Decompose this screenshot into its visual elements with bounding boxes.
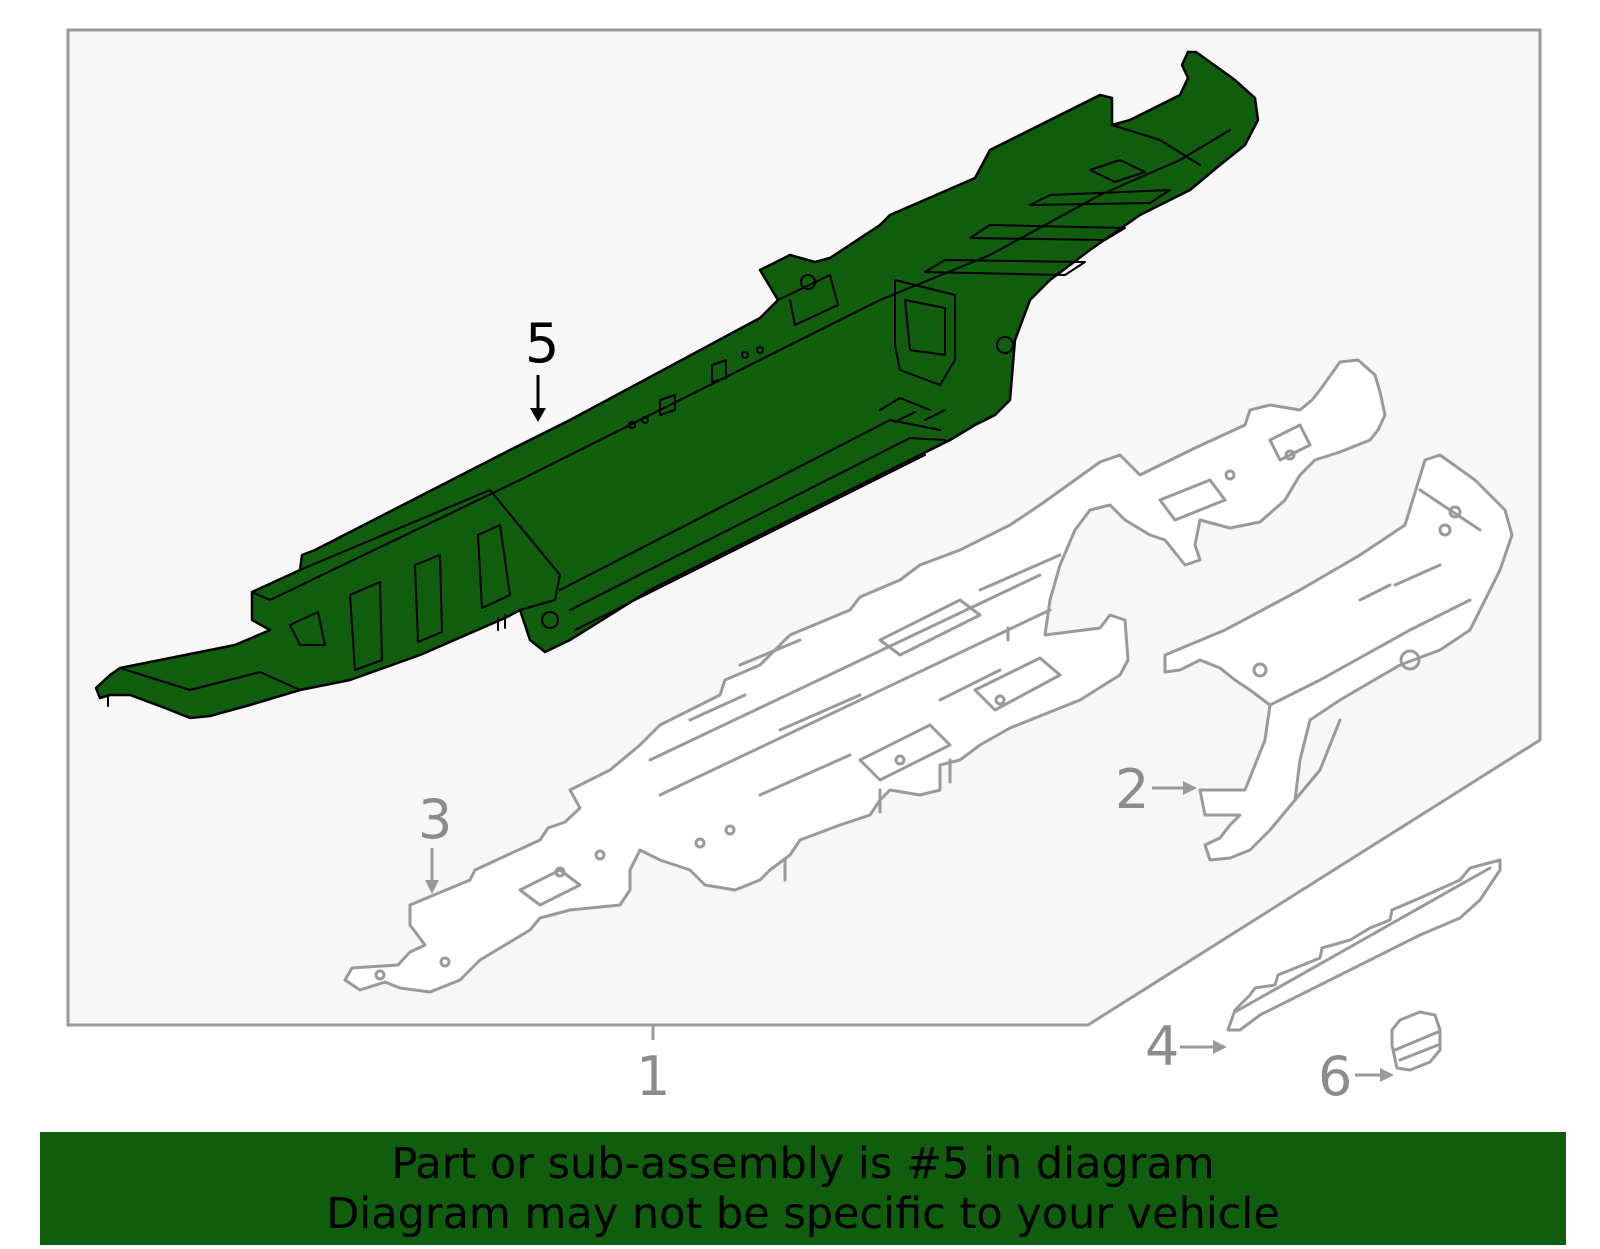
part-1-reinforcement	[343, 358, 1387, 994]
callout-3-label: 3	[418, 788, 452, 851]
callout-4-arrowhead	[1213, 1040, 1227, 1054]
callout-3-arrowhead	[425, 880, 439, 894]
part-4-step-pad	[1226, 858, 1502, 1032]
callout-1-label: 1	[636, 1045, 670, 1100]
callout-2-label: 2	[1115, 758, 1149, 821]
callout-5-label: 5	[525, 312, 559, 375]
banner-line-1: Part or sub-assembly is #5 in diagram	[391, 1138, 1215, 1189]
callout-4-label: 4	[1145, 1015, 1179, 1078]
info-banner: Part or sub-assembly is #5 in diagram Di…	[40, 1132, 1566, 1245]
callout-5-arrowhead	[530, 408, 546, 422]
part-2-bumper-end	[1163, 453, 1514, 862]
banner-line-2: Diagram may not be specific to your vehi…	[326, 1188, 1280, 1239]
diagram-panel	[66, 28, 1542, 1027]
callout-2-arrowhead	[1183, 781, 1197, 795]
part-5-rear-bumper-step	[94, 50, 1260, 720]
parts-diagram: 5 1 2 3 4 6	[66, 28, 1542, 1100]
part-6-clip	[1390, 1010, 1442, 1072]
callout-6-arrowhead	[1380, 1068, 1394, 1082]
callout-6-label: 6	[1318, 1045, 1352, 1100]
